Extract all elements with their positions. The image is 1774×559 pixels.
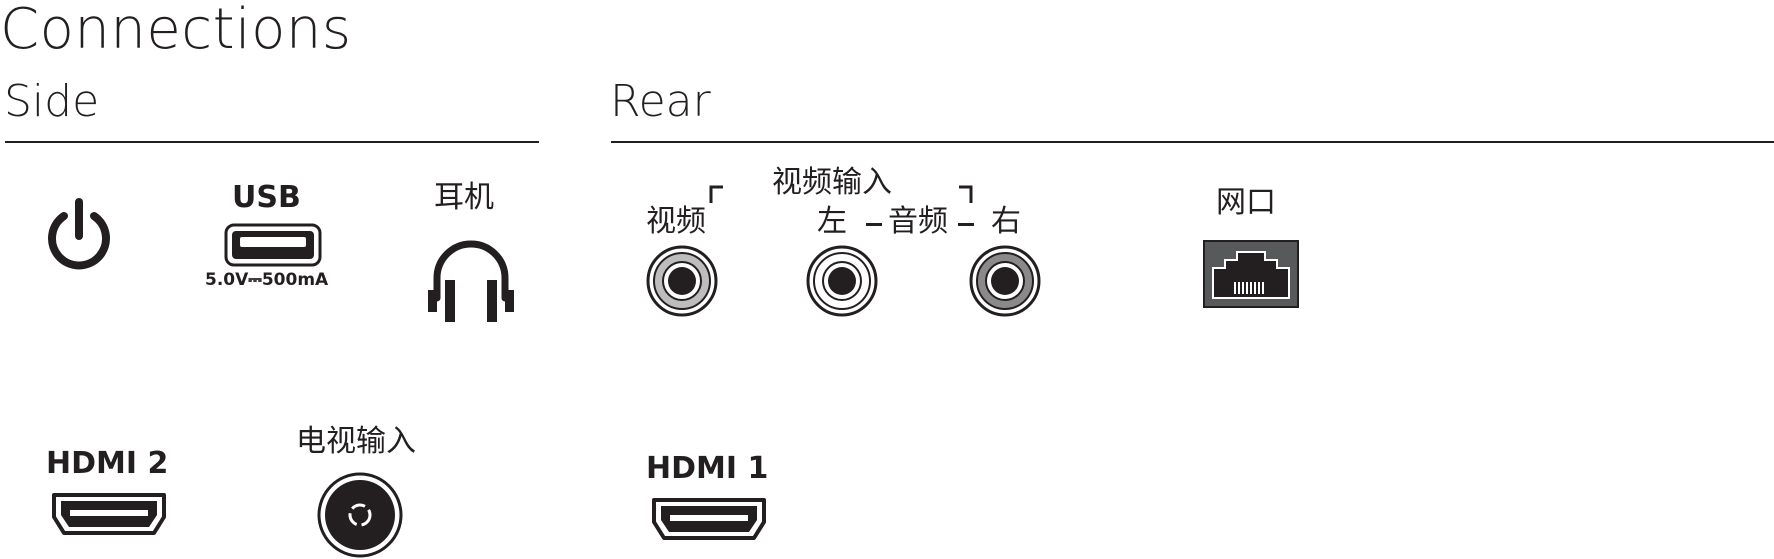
hdmi2-label: HDMI 2 xyxy=(46,446,169,481)
rca-jack-icon xyxy=(806,245,878,317)
rear-divider xyxy=(611,141,1774,143)
audio-right-port xyxy=(969,245,1041,317)
hdmi1-label: HDMI 1 xyxy=(646,451,769,486)
power-icon xyxy=(48,198,110,270)
video-port xyxy=(646,245,718,317)
usb-rating: 5.0V⎓500mA xyxy=(205,270,329,290)
headphone-port xyxy=(428,240,514,322)
hdmi-port-icon xyxy=(652,498,766,540)
headphone-icon xyxy=(428,240,514,322)
bracket-right-mark xyxy=(959,185,973,203)
audio-dash-left xyxy=(866,223,882,226)
video-label: 视频 xyxy=(646,204,706,239)
audio-left-label: 左 xyxy=(817,204,847,239)
audio-left-port xyxy=(806,245,878,317)
hdmi-port-icon xyxy=(52,493,166,535)
page-title: Connections xyxy=(0,0,352,62)
antenna-port-icon xyxy=(317,472,403,558)
side-divider xyxy=(5,141,539,143)
lan-port xyxy=(1203,240,1299,308)
audio-label: 音频 xyxy=(888,204,948,239)
bracket-left-mark xyxy=(709,185,723,203)
audio-right-label: 右 xyxy=(991,204,1021,239)
hdmi1-port xyxy=(650,496,768,542)
av-input-header: 视频输入 xyxy=(772,165,892,200)
lan-label: 网口 xyxy=(1216,185,1276,220)
usb-port-icon xyxy=(224,223,322,267)
audio-dash-right xyxy=(958,223,974,226)
usb-label: USB xyxy=(232,180,301,215)
headphone-label: 耳机 xyxy=(434,180,494,215)
power-port xyxy=(46,198,112,272)
antenna-label: 电视输入 xyxy=(296,424,416,459)
antenna-port xyxy=(316,471,404,559)
bracket-right xyxy=(957,185,973,203)
usb-port xyxy=(224,223,322,267)
hdmi2-port xyxy=(50,491,168,537)
ethernet-port-icon xyxy=(1203,240,1299,308)
bracket-left xyxy=(709,185,725,203)
section-side-label: Side xyxy=(4,76,100,127)
rca-jack-icon xyxy=(646,245,718,317)
section-rear-label: Rear xyxy=(610,76,711,127)
rca-jack-icon xyxy=(969,245,1041,317)
